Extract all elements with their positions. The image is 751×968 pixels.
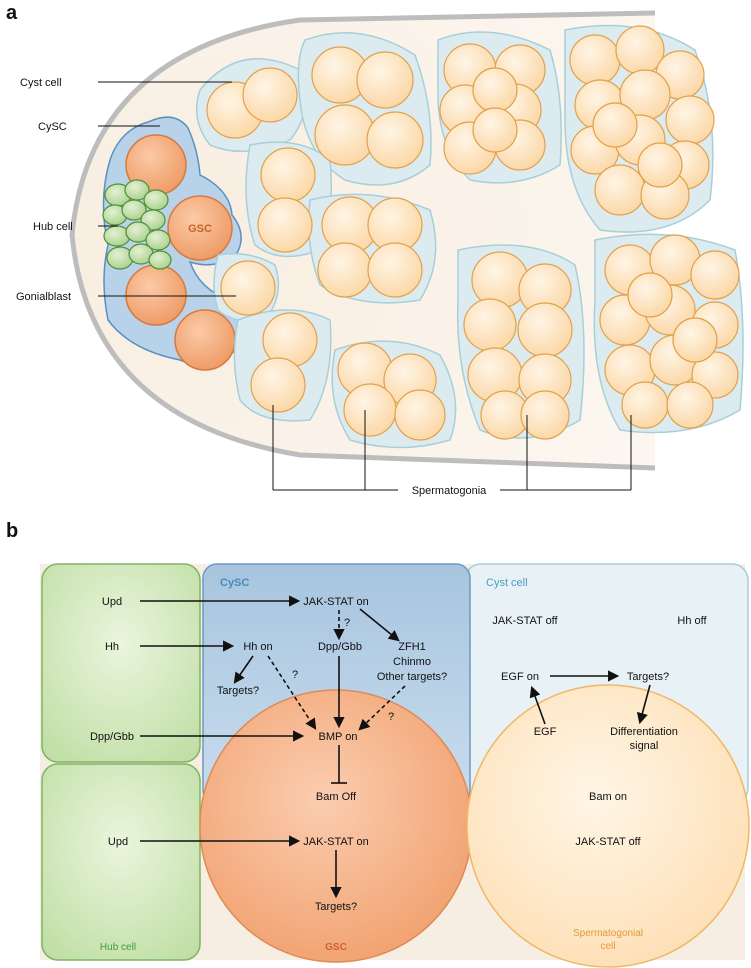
cyst-signal-text: signal (630, 740, 659, 752)
cyst-cell-title: Cyst cell (486, 577, 528, 589)
spermatogonial-label-2: cell (600, 941, 615, 952)
cysc-dpp-text: Dpp/Gbb (318, 641, 362, 653)
panel-a-letter: a (6, 2, 18, 24)
cyst-targets-text: Targets? (627, 671, 669, 683)
panel-b-letter: b (6, 520, 19, 542)
question-mark-2: ? (292, 669, 298, 681)
hub-dpp-text: Dpp/Gbb (90, 731, 134, 743)
cysc-zfh1-text: ZFH1 (398, 641, 426, 653)
label-gonialblast: Gonialblast (16, 291, 71, 303)
gsc-targets-text: Targets? (315, 901, 357, 913)
cyst-egf-text: EGF (534, 726, 557, 738)
hub-cell-label: Hub cell (100, 942, 136, 953)
hub-cell-lower (41, 763, 201, 961)
gsc-bam-off-text: Bam Off (316, 791, 357, 803)
cysc-jak-stat-text: JAK-STAT on (303, 596, 368, 608)
question-mark-3: ? (388, 711, 394, 723)
cyst-egf-on-text: EGF on (501, 671, 539, 683)
cyst-differentiation-text: Differentiation (610, 726, 678, 738)
cysc-hh-on-text: Hh on (243, 641, 272, 653)
label-cyst-cell: Cyst cell (20, 77, 62, 89)
gsc-cells (125, 134, 236, 371)
hub-hh-text: Hh (105, 641, 119, 653)
label-spermatogonia: Spermatogonia (412, 485, 487, 497)
question-mark-1: ? (344, 617, 350, 629)
spermatogonial-label-1: Spermatogonial (573, 928, 643, 939)
gsc-bmp-text: BMP on (319, 731, 358, 743)
gsc-cell-label: GSC (325, 942, 347, 953)
gsc-label: GSC (188, 223, 212, 235)
spermatogonial-circle (466, 684, 750, 968)
cyst-jak-off-text: JAK-STAT off (492, 615, 558, 627)
cysc-title: CySC (220, 577, 249, 589)
cysc-chinmo-text: Chinmo (393, 656, 431, 668)
sperm-jak-off-text: JAK-STAT off (575, 836, 641, 848)
hub-upd-text: Upd (102, 596, 122, 608)
testis-diagram: GSC (16, 10, 744, 497)
pathway-arrows (140, 595, 651, 899)
sperm-bam-on-text: Bam on (589, 791, 627, 803)
gsc-jak-stat-text: JAK-STAT on (303, 836, 368, 848)
hub-lower-upd-text: Upd (108, 836, 128, 848)
hub-cells (102, 179, 172, 270)
label-cysc: CySC (38, 121, 67, 133)
panel-a-leaders (98, 81, 632, 491)
label-hub-cell: Hub cell (33, 221, 73, 233)
hub-cell-upper (41, 563, 201, 763)
signaling-diagram: CySC Cyst cell Upd Hh Dpp/Gbb Upd Hub ce… (40, 563, 750, 968)
cysc-other-targets-text: Other targets? (377, 671, 447, 683)
spermatogonia-cells (206, 25, 740, 441)
cyst-hh-off-text: Hh off (677, 615, 707, 627)
cysc-targets-text: Targets? (217, 685, 259, 697)
